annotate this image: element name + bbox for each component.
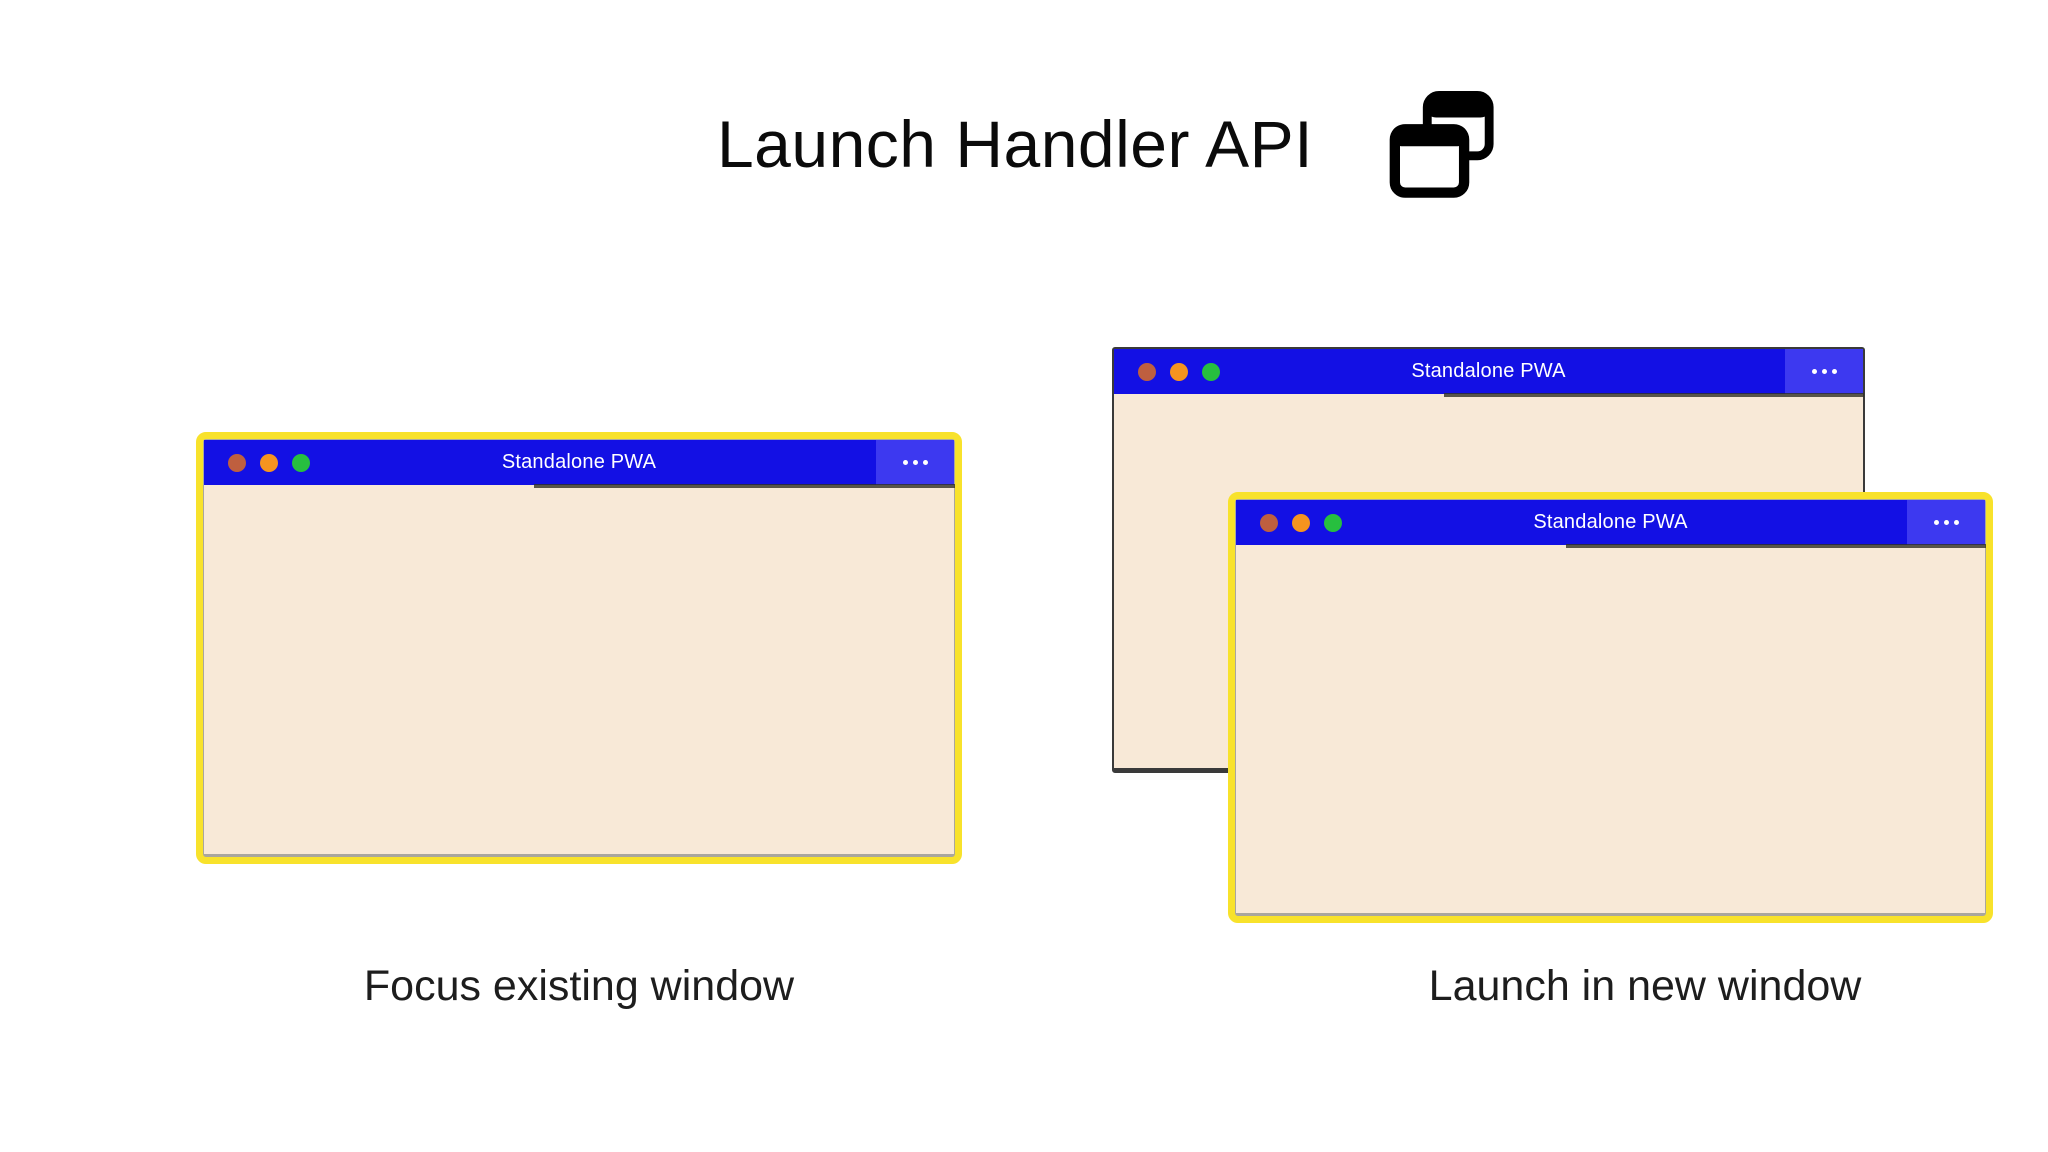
minimize-button[interactable] — [1292, 513, 1310, 532]
pwa-window-new: Standalone PWA — [1228, 492, 1993, 923]
overlapping-windows-icon — [1383, 88, 1501, 200]
window-frame: Standalone PWA — [1235, 499, 1986, 916]
window-controls — [1260, 500, 1342, 545]
minimize-button[interactable] — [260, 453, 278, 472]
window-titlebar[interactable]: Standalone PWA — [1236, 500, 1986, 548]
ellipsis-icon — [1831, 369, 1837, 374]
caption-focus-existing: Focus existing window — [363, 962, 795, 1010]
ellipsis-icon — [902, 460, 908, 465]
close-button[interactable] — [228, 453, 246, 472]
ellipsis-icon — [1943, 520, 1949, 525]
more-menu-button[interactable] — [876, 440, 954, 485]
zoom-button[interactable] — [1324, 513, 1342, 532]
window-titlebar[interactable]: Standalone PWA — [204, 440, 955, 488]
window-title: Standalone PWA — [501, 451, 657, 473]
more-menu-button[interactable] — [1907, 500, 1985, 545]
zoom-button[interactable] — [1202, 362, 1220, 381]
pwa-window-existing: Standalone PWA — [196, 432, 962, 864]
page-title: Launch Handler API — [716, 107, 1314, 181]
caption-launch-new: Launch in new window — [1428, 962, 1862, 1010]
ellipsis-icon — [1821, 369, 1827, 374]
window-title: Standalone PWA — [1411, 360, 1566, 382]
window-content — [1236, 545, 1985, 913]
zoom-button[interactable] — [292, 453, 310, 472]
window-content — [204, 485, 954, 854]
page-header: Launch Handler API — [85, 88, 2048, 200]
close-button[interactable] — [1260, 513, 1278, 532]
minimize-button[interactable] — [1170, 362, 1188, 381]
close-button[interactable] — [1138, 362, 1156, 381]
window-title: Standalone PWA — [1533, 511, 1688, 533]
ellipsis-icon — [1933, 520, 1939, 525]
ellipsis-icon — [922, 460, 928, 465]
more-menu-button[interactable] — [1785, 349, 1863, 394]
ellipsis-icon — [1811, 369, 1817, 374]
window-controls — [228, 440, 310, 485]
window-frame: Standalone PWA — [203, 439, 955, 857]
ellipsis-icon — [1953, 520, 1959, 525]
window-controls — [1138, 349, 1220, 394]
window-titlebar[interactable]: Standalone PWA — [1114, 349, 1864, 397]
ellipsis-icon — [912, 460, 918, 465]
